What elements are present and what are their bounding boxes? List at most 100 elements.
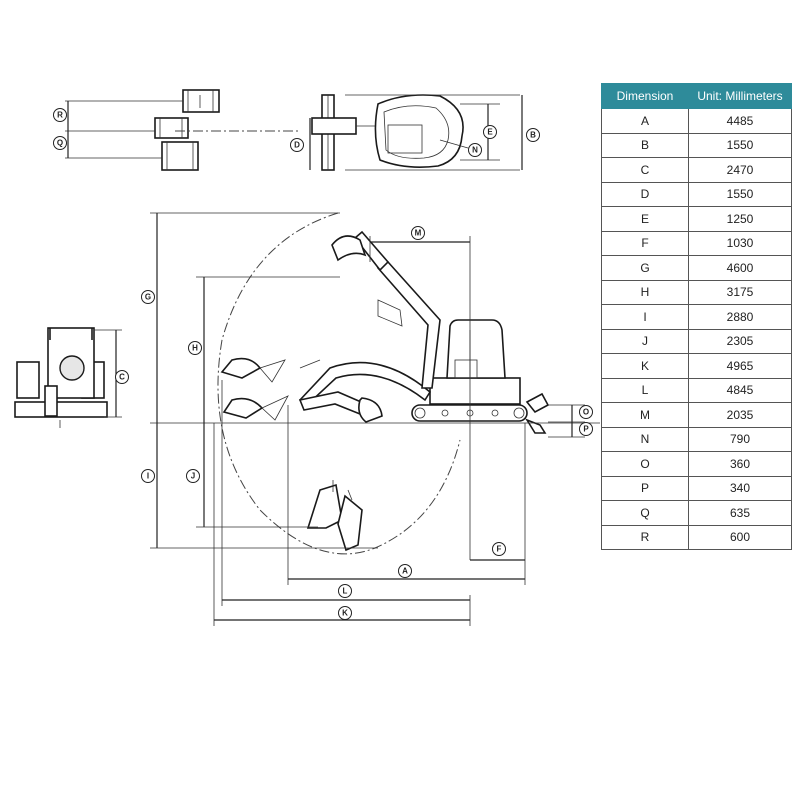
dimension-cell: P xyxy=(601,475,689,501)
dimension-cell: J xyxy=(601,328,689,354)
svg-text:Q: Q xyxy=(57,139,63,148)
label-P: P xyxy=(579,422,593,436)
label-I: I xyxy=(141,469,155,483)
value-cell: 4845 xyxy=(688,377,792,403)
dimension-cell: M xyxy=(601,402,689,428)
svg-text:N: N xyxy=(472,146,478,155)
svg-text:D: D xyxy=(294,141,300,150)
value-cell: 4965 xyxy=(688,353,792,379)
dimension-cell: R xyxy=(601,524,689,550)
svg-text:K: K xyxy=(342,609,348,618)
svg-text:G: G xyxy=(145,293,151,302)
value-cell: 2035 xyxy=(688,402,792,428)
label-O: O xyxy=(579,405,593,419)
svg-text:P: P xyxy=(583,425,589,434)
table-header-row: Dimension Unit: Millimeters xyxy=(601,83,792,109)
label-F: F xyxy=(492,542,506,556)
working-range-envelope xyxy=(217,212,461,555)
label-B: B xyxy=(526,128,540,142)
dimension-lines xyxy=(150,212,600,626)
dimension-cell: C xyxy=(601,157,689,183)
svg-text:F: F xyxy=(497,545,502,554)
label-D: D xyxy=(290,138,304,152)
machine-side-view xyxy=(220,230,550,552)
svg-text:A: A xyxy=(402,567,408,576)
value-cell: 2880 xyxy=(688,304,792,330)
machine-top-view xyxy=(309,94,523,171)
label-J: J xyxy=(186,469,200,483)
label-C: C xyxy=(115,370,129,384)
dimension-cell: I xyxy=(601,304,689,330)
svg-text:H: H xyxy=(192,344,198,353)
value-cell: 1250 xyxy=(688,206,792,232)
value-cell: 635 xyxy=(688,500,792,526)
label-G: G xyxy=(141,290,155,304)
label-A: A xyxy=(398,564,412,578)
dimension-cell: G xyxy=(601,255,689,281)
dimension-cell: O xyxy=(601,451,689,477)
dimension-cell: K xyxy=(601,353,689,379)
dimension-cell: N xyxy=(601,426,689,452)
value-cell: 1030 xyxy=(688,230,792,256)
label-N: N xyxy=(468,143,482,157)
bucket-detail-views xyxy=(65,89,300,171)
value-cell: 1550 xyxy=(688,132,792,158)
dimension-cell: H xyxy=(601,279,689,305)
value-cell: 340 xyxy=(688,475,792,501)
value-cell: 3175 xyxy=(688,279,792,305)
svg-text:M: M xyxy=(415,229,422,238)
column-header-unit: Unit: Millimeters xyxy=(688,83,792,109)
label-Q: Q xyxy=(53,136,67,150)
dimension-cell: B xyxy=(601,132,689,158)
label-E: E xyxy=(483,125,497,139)
label-R: R xyxy=(53,108,67,122)
value-cell: 2305 xyxy=(688,328,792,354)
value-cell: 2470 xyxy=(688,157,792,183)
value-cell: 4485 xyxy=(688,108,792,134)
svg-text:O: O xyxy=(583,408,589,417)
machine-front-view xyxy=(14,327,122,428)
label-H: H xyxy=(188,341,202,355)
dimension-cell: A xyxy=(601,108,689,134)
column-header-dimension: Dimension xyxy=(601,83,689,109)
dimension-cell: D xyxy=(601,181,689,207)
svg-text:B: B xyxy=(530,131,536,140)
label-K: K xyxy=(338,606,352,620)
dimension-cell: E xyxy=(601,206,689,232)
value-cell: 1550 xyxy=(688,181,792,207)
value-cell: 4600 xyxy=(688,255,792,281)
value-cell: 360 xyxy=(688,451,792,477)
svg-text:C: C xyxy=(119,373,125,382)
svg-text:L: L xyxy=(343,587,348,596)
svg-text:R: R xyxy=(57,111,63,120)
dimension-cell: L xyxy=(601,377,689,403)
value-cell: 790 xyxy=(688,426,792,452)
value-cell: 600 xyxy=(688,524,792,550)
dimension-cell: Q xyxy=(601,500,689,526)
dimension-cell: F xyxy=(601,230,689,256)
svg-text:I: I xyxy=(147,472,149,481)
svg-text:J: J xyxy=(191,472,195,481)
label-L: L xyxy=(338,584,352,598)
label-M: M xyxy=(411,226,425,240)
